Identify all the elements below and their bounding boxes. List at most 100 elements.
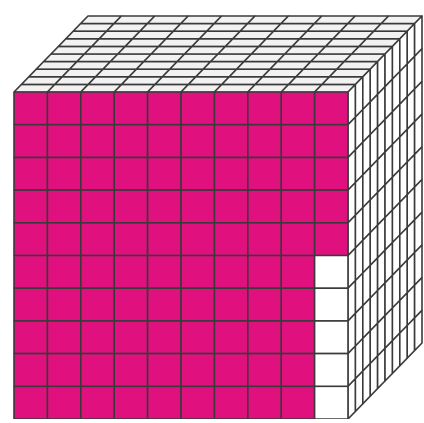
front-cell-shaded (81, 256, 114, 289)
side-cube-cell (355, 371, 362, 411)
front-cell-shaded (14, 256, 47, 289)
front-cell-unshaded (315, 321, 348, 354)
front-cell-shaded (14, 157, 47, 190)
front-cell-shaded (148, 190, 181, 223)
front-cell-shaded (315, 125, 348, 158)
front-cell-shaded (148, 157, 181, 190)
front-cell-shaded (281, 157, 314, 190)
front-cell-shaded (214, 321, 247, 354)
front-cell-shaded (181, 354, 214, 387)
front-cell-shaded (181, 256, 214, 289)
side-cube-cell (378, 348, 385, 388)
front-cell-shaded (315, 92, 348, 125)
front-cell-shaded (148, 288, 181, 321)
front-cell-shaded (81, 125, 114, 158)
front-cell-shaded (114, 92, 147, 125)
front-cell-shaded (281, 223, 314, 256)
cube-front-face (14, 92, 348, 419)
front-cell-shaded (281, 92, 314, 125)
side-cube-cell (407, 318, 414, 358)
front-cell-shaded (114, 190, 147, 223)
side-cube-cell (348, 379, 355, 419)
front-cell-shaded (14, 223, 47, 256)
front-cell-shaded (181, 386, 214, 419)
front-cell-shaded (114, 288, 147, 321)
front-cell-shaded (81, 223, 114, 256)
front-cell-unshaded (315, 288, 348, 321)
front-cell-shaded (181, 190, 214, 223)
front-cell-shaded (214, 354, 247, 387)
front-cell-shaded (47, 256, 80, 289)
front-cell-shaded (281, 288, 314, 321)
front-cell-shaded (248, 190, 281, 223)
front-cell-shaded (281, 256, 314, 289)
front-cell-shaded (181, 157, 214, 190)
front-cell-shaded (181, 321, 214, 354)
front-cell-shaded (248, 157, 281, 190)
front-cell-shaded (148, 386, 181, 419)
side-cube-cell (400, 326, 407, 366)
front-cell-shaded (81, 321, 114, 354)
front-cell-shaded (281, 125, 314, 158)
front-cell-shaded (214, 223, 247, 256)
front-cell-shaded (281, 386, 314, 419)
front-cell-unshaded (315, 386, 348, 419)
front-cell-shaded (81, 157, 114, 190)
front-cell-shaded (281, 321, 314, 354)
front-cell-shaded (114, 157, 147, 190)
front-cell-shaded (248, 386, 281, 419)
front-cell-shaded (181, 125, 214, 158)
side-cube-cell (363, 364, 370, 404)
front-cell-shaded (114, 386, 147, 419)
front-cell-shaded (281, 190, 314, 223)
side-cube-cell (392, 333, 399, 373)
front-cell-shaded (248, 354, 281, 387)
front-cell-shaded (114, 354, 147, 387)
front-cell-shaded (81, 190, 114, 223)
front-cell-shaded (14, 92, 47, 125)
front-cell-shaded (114, 125, 147, 158)
front-cell-shaded (148, 256, 181, 289)
front-cell-shaded (81, 288, 114, 321)
front-cell-shaded (214, 157, 247, 190)
front-cell-shaded (47, 321, 80, 354)
front-cell-shaded (47, 125, 80, 158)
front-cell-shaded (14, 288, 47, 321)
front-cell-shaded (14, 354, 47, 387)
front-cell-shaded (114, 256, 147, 289)
front-cell-shaded (214, 125, 247, 158)
front-cell-shaded (148, 321, 181, 354)
front-cell-shaded (214, 190, 247, 223)
front-cell-shaded (148, 92, 181, 125)
front-cell-shaded (14, 125, 47, 158)
front-cell-shaded (281, 354, 314, 387)
front-cell-shaded (114, 321, 147, 354)
side-cube-cell (415, 310, 422, 350)
front-cell-shaded (214, 92, 247, 125)
front-cell-shaded (181, 92, 214, 125)
front-cell-shaded (47, 157, 80, 190)
front-cell-shaded (47, 354, 80, 387)
front-cell-shaded (214, 256, 247, 289)
front-cell-shaded (248, 321, 281, 354)
front-cell-shaded (148, 354, 181, 387)
side-cube-cell (385, 341, 392, 381)
front-cell-shaded (315, 157, 348, 190)
front-cell-shaded (14, 386, 47, 419)
front-cell-shaded (315, 223, 348, 256)
front-cell-shaded (148, 223, 181, 256)
front-cell-shaded (47, 223, 80, 256)
front-cell-shaded (114, 223, 147, 256)
front-cell-shaded (47, 288, 80, 321)
front-cell-shaded (81, 354, 114, 387)
front-cell-shaded (214, 386, 247, 419)
front-cell-shaded (248, 288, 281, 321)
front-cell-shaded (14, 190, 47, 223)
front-cell-shaded (81, 92, 114, 125)
front-cell-shaded (248, 125, 281, 158)
front-cell-shaded (248, 256, 281, 289)
front-cell-shaded (248, 223, 281, 256)
front-cell-shaded (14, 321, 47, 354)
